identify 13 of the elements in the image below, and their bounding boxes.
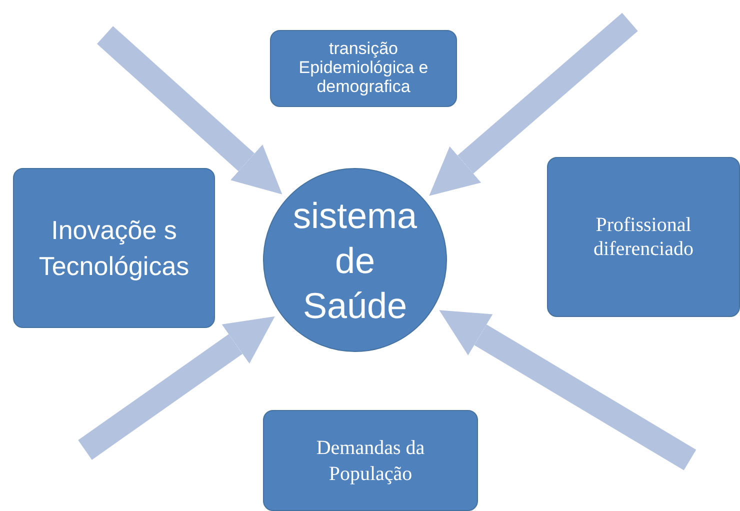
node-label: Demandas da População [315,436,426,486]
node-label: Profissional diferenciado [592,213,694,261]
block-arrow [96,26,282,194]
process-box [547,157,740,317]
process-box [263,410,478,511]
node-label: transição Epidemiológica e demografica [298,40,430,97]
block-arrow [439,310,696,470]
node-label: sistema de Saúde [292,194,418,328]
process-box [270,30,457,107]
process-box [13,168,215,328]
block-arrow [78,316,275,460]
block-arrow [429,12,638,196]
node-label: Inovaçõe s Tecnológicas [38,214,190,283]
